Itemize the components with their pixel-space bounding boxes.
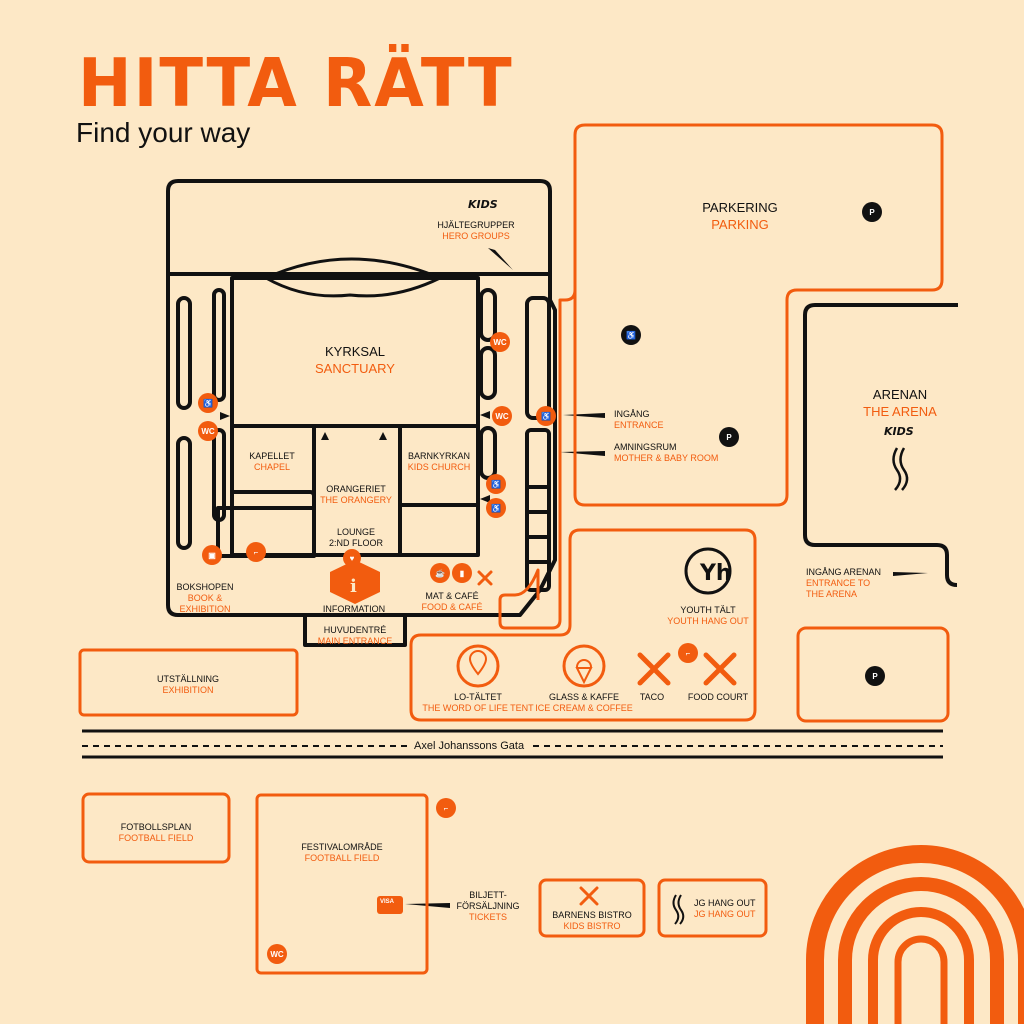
basket-icon: ▣ (202, 545, 222, 565)
parking-icon[interactable]: P (719, 427, 739, 447)
heart-icon: ♥ (343, 549, 361, 567)
direction-arrows (220, 248, 928, 908)
label-information[interactable]: INFORMATION (322, 604, 386, 614)
cutlery-icons (477, 570, 737, 906)
wc-icon[interactable]: WC (490, 332, 510, 352)
kids-badge: KIDS (884, 425, 914, 438)
drink-bottle-icon: ▮ (452, 563, 472, 583)
arena-outline (803, 303, 958, 587)
page-subtitle: Find your way (76, 117, 251, 148)
information-icon (330, 560, 380, 604)
parking-icon[interactable]: P (865, 666, 885, 686)
street-name: Axel Johanssons Gata (410, 740, 529, 752)
wheelchair-icon[interactable]: ♿ (486, 474, 506, 494)
jg-logo-icon (672, 447, 909, 925)
wheelchair-icon[interactable]: ♿ (486, 498, 506, 518)
water-tap-icon: ⌐ (246, 542, 266, 562)
svg-text:i: i (350, 576, 357, 597)
location-pin-icon (456, 644, 500, 688)
ice-cream-icon (562, 644, 606, 688)
orange-zones (78, 123, 950, 975)
wc-icon[interactable]: WC (492, 406, 512, 426)
wc-icon[interactable]: WC (198, 421, 218, 441)
youth-logo-icon (684, 547, 732, 595)
water-tap-icon: ⌐ (678, 643, 698, 663)
page-title: HITTA RÄTT (78, 45, 514, 123)
kids-badge: KIDS (468, 198, 498, 211)
wheelchair-icon[interactable]: ♿ (621, 325, 641, 345)
wc-icon[interactable]: WC (267, 944, 287, 964)
visa-card-icon (377, 896, 403, 914)
wheelchair-icon[interactable]: ♿ (536, 406, 556, 426)
parking-icon[interactable]: P (862, 202, 882, 222)
coffee-cup-icon: ☕ (430, 563, 450, 583)
label-food-court[interactable]: FOOD COURT (687, 692, 749, 702)
water-tap-icon: ⌐ (436, 798, 456, 818)
decorative-arches (806, 845, 1024, 1024)
visa-label: VISA (380, 899, 395, 905)
svg-text:Yh: Yh (699, 561, 732, 586)
wheelchair-icon[interactable]: ♿ (198, 393, 218, 413)
label-taco[interactable]: TACO (639, 692, 665, 702)
church-building (166, 179, 557, 647)
